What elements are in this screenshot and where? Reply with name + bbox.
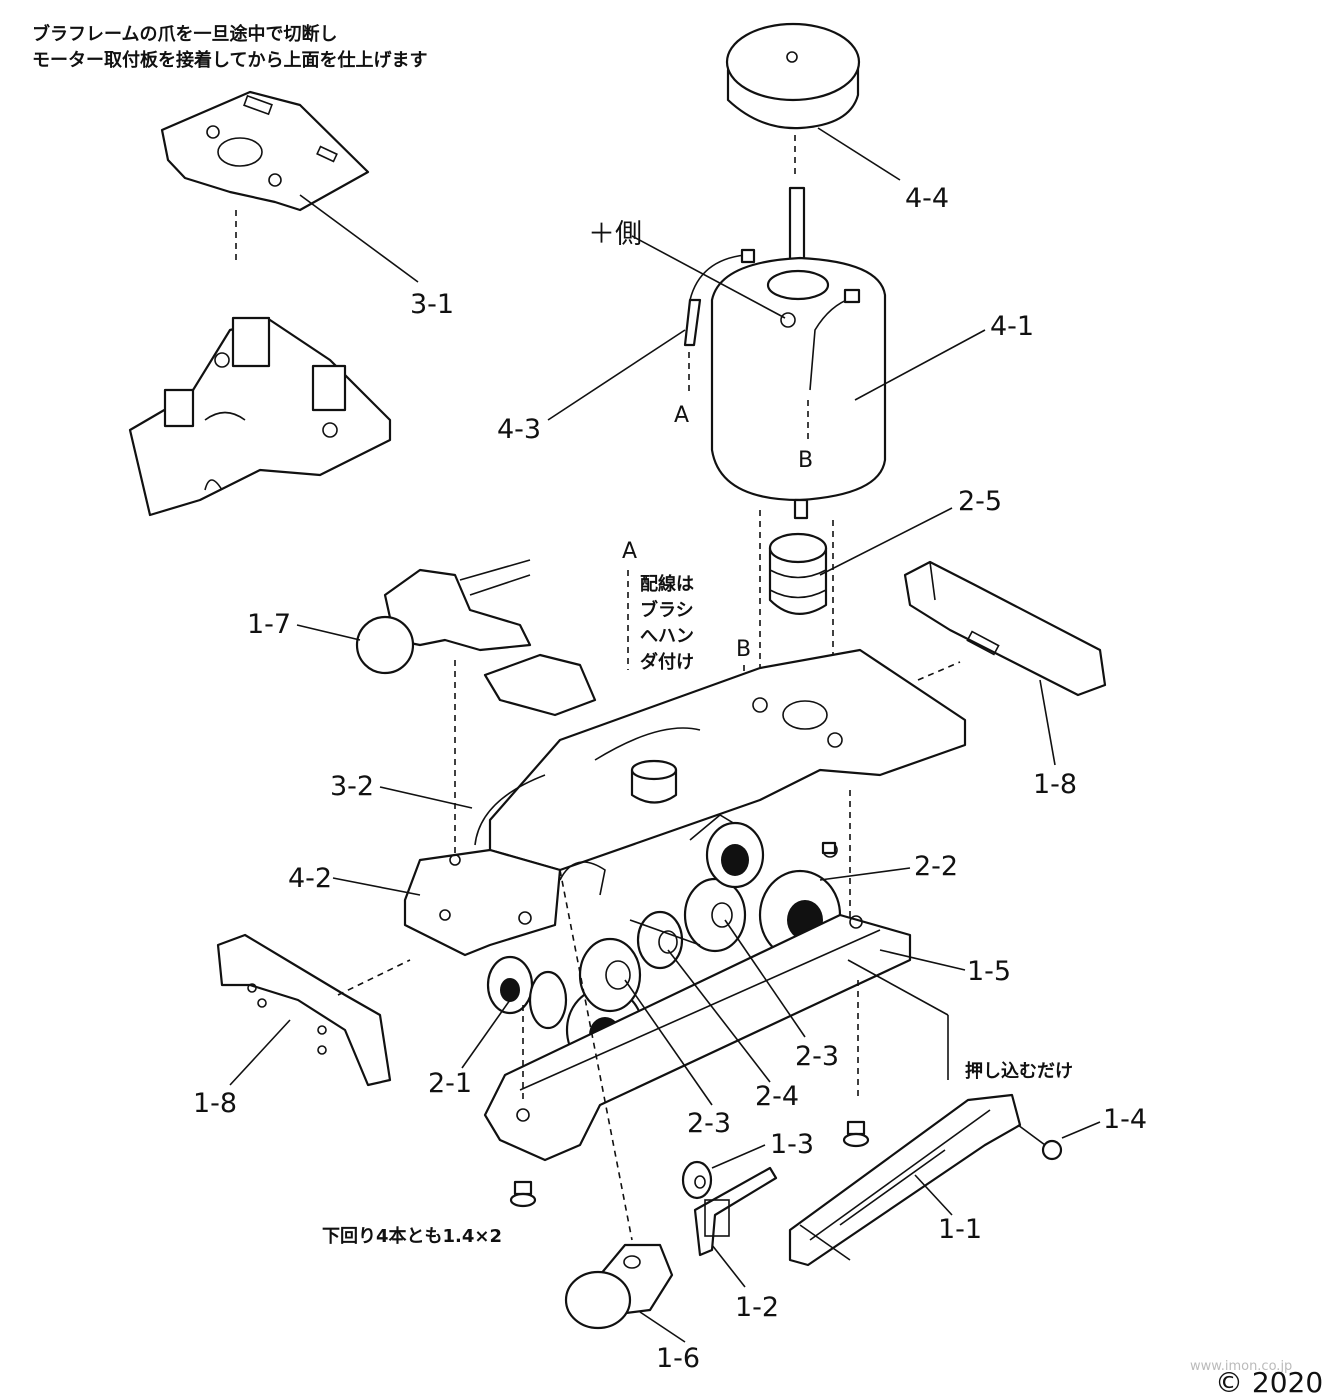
leader-3-2 [379,786,473,809]
label-3-1: 3-1 [410,289,454,320]
label-2-5: 2-5 [958,486,1002,517]
leader-1-2 [711,1244,746,1288]
marker-b-lower: B [736,637,751,662]
leader-1-4 [1061,1121,1101,1139]
label-2-4: 2-4 [755,1081,799,1112]
leader-2-3-lower [624,979,713,1106]
label-2-3-lower: 2-3 [687,1108,731,1139]
copyright: © 2020 [1215,1366,1323,1398]
marker-a-lower: A [622,539,637,564]
leader-3-1 [299,194,419,283]
leader-2-4 [667,949,771,1083]
label-1-4: 1-4 [1103,1104,1147,1135]
label-plus-side: ＋側 [588,219,642,250]
note-top-line1: ブラフレームの爪を一旦途中で切断し [32,23,337,45]
label-4-3: 4-3 [497,414,541,445]
flywheel [725,22,861,175]
label-4-4: 4-4 [905,183,949,214]
rear-light [559,869,674,1330]
leader-2-5 [819,507,953,576]
leader-2-3-upper [724,919,806,1038]
leader-4-3 [547,329,686,421]
bushing [681,1160,713,1200]
label-1-5: 1-5 [967,956,1011,987]
label-1-6: 1-6 [656,1343,700,1374]
label-1-8-upper: 1-8 [1033,769,1077,800]
bracket [693,1166,778,1257]
note-screws: 下回り4本とも1.4×2 [322,1225,502,1247]
label-2-1: 2-1 [428,1068,472,1099]
leader-1-1 [914,1174,953,1216]
leader-4-4 [817,127,901,181]
label-3-2: 3-2 [330,771,374,802]
note-wiring-2: ブラシ [640,599,694,621]
note-top-line2: モーター取付板を接着してから上面を仕上げます [32,49,427,71]
note-push-in: 押し込むだけ [965,1060,1073,1082]
screws [509,841,870,1208]
motor-mount-plate [160,90,370,265]
label-4-1: 4-1 [990,311,1034,342]
note-wiring-1: 配線は [640,573,694,595]
label-1-3: 1-3 [770,1129,814,1160]
leader-1-5 [879,949,966,971]
marker-b-upper: B [798,448,813,473]
label-1-7: 1-7 [247,609,291,640]
label-4-2: 4-2 [288,863,332,894]
leader-plus-side [631,235,786,319]
weight-upper [903,560,1107,697]
leader-2-1 [461,999,511,1069]
leader-1-8-lower [229,1019,291,1086]
leader-2-2 [819,867,911,881]
leader-4-1 [854,329,986,401]
watermark: www.imon.co.jp [1190,1359,1292,1374]
front-light-housing [355,559,597,855]
leader-4-2 [332,877,421,896]
pin [1017,1124,1063,1161]
label-1-1: 1-1 [938,1214,982,1245]
lead-wire-a [683,298,702,395]
bottom-cover [483,913,912,1162]
frame-lower-plate [403,848,562,957]
frame-top-section [128,316,392,517]
label-2-2: 2-2 [914,851,958,882]
note-wiring-3: へハン [640,626,694,647]
motor [689,186,887,520]
leader-1-3 [711,1144,766,1169]
label-1-8-lower: 1-8 [193,1088,237,1119]
note-wiring-4: ダ付け [640,651,694,673]
brake-rod [788,959,1022,1267]
label-2-3-upper: 2-3 [795,1041,839,1072]
weight-lower [216,933,411,1087]
marker-a-upper: A [674,403,689,428]
leader-1-7 [296,624,361,641]
label-1-2: 1-2 [735,1292,779,1323]
main-frame [474,648,967,930]
leader-1-8-upper [1039,679,1056,766]
leader-1-6 [639,1311,686,1343]
